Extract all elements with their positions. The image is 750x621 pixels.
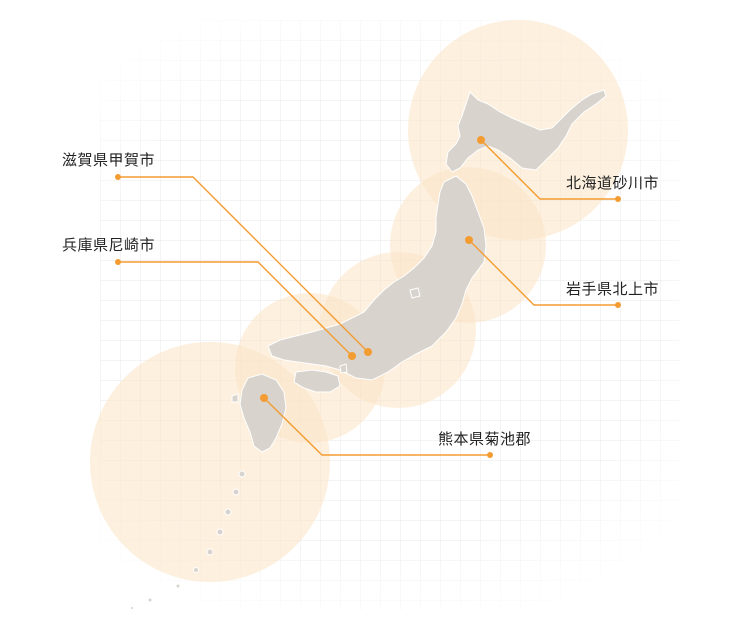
label-dot-sunagawa: [615, 196, 621, 202]
marker-dots: [115, 136, 621, 458]
japan-landmass: [130, 89, 607, 610]
location-label-koka: 滋賀県甲賀市: [62, 151, 156, 169]
island-nansei-7: [175, 583, 181, 589]
island-nansei-2: [232, 488, 240, 496]
island-shikoku: [293, 369, 341, 393]
leader-line-sunagawa: [480, 139, 618, 200]
label-dot-koka: [115, 174, 121, 180]
location-label-kikuchi: 熊本県菊池郡: [438, 430, 532, 448]
leader-lines: [118, 139, 618, 456]
island-nansei-3: [224, 508, 232, 516]
location-label-amagasaki: 兵庫県尼崎市: [62, 236, 156, 254]
island-small-2: [231, 393, 239, 403]
island-nansei-4: [216, 528, 224, 536]
location-marker-sunagawa: [477, 136, 485, 144]
leader-line-kikuchi: [263, 397, 490, 456]
island-kyushu: [239, 373, 287, 453]
location-marker-amagasaki: [348, 352, 356, 360]
label-dot-kitakami: [615, 302, 621, 308]
label-dot-amagasaki: [115, 259, 121, 265]
island-nansei-6: [193, 567, 199, 573]
island-small-1: [339, 363, 348, 374]
island-nansei-9: [130, 606, 134, 610]
leader-line-kitakami: [468, 239, 618, 306]
coverage-circle-kyushu: [90, 342, 330, 582]
location-label-sunagawa: 北海道砂川市: [566, 174, 660, 192]
island-sado: [409, 287, 421, 299]
location-label-kitakami: 岩手県北上市: [566, 280, 660, 298]
island-nansei-8: [147, 597, 153, 603]
island-hokkaido: [445, 89, 607, 173]
leader-line-koka: [118, 176, 369, 353]
location-marker-kitakami: [465, 236, 473, 244]
location-marker-koka: [364, 348, 372, 356]
label-dot-kikuchi: [487, 452, 493, 458]
island-honshu: [267, 175, 487, 381]
leader-line-amagasaki: [118, 261, 353, 357]
island-nansei-5: [206, 548, 214, 556]
island-nansei-1: [238, 470, 246, 478]
location-marker-kikuchi: [260, 394, 268, 402]
